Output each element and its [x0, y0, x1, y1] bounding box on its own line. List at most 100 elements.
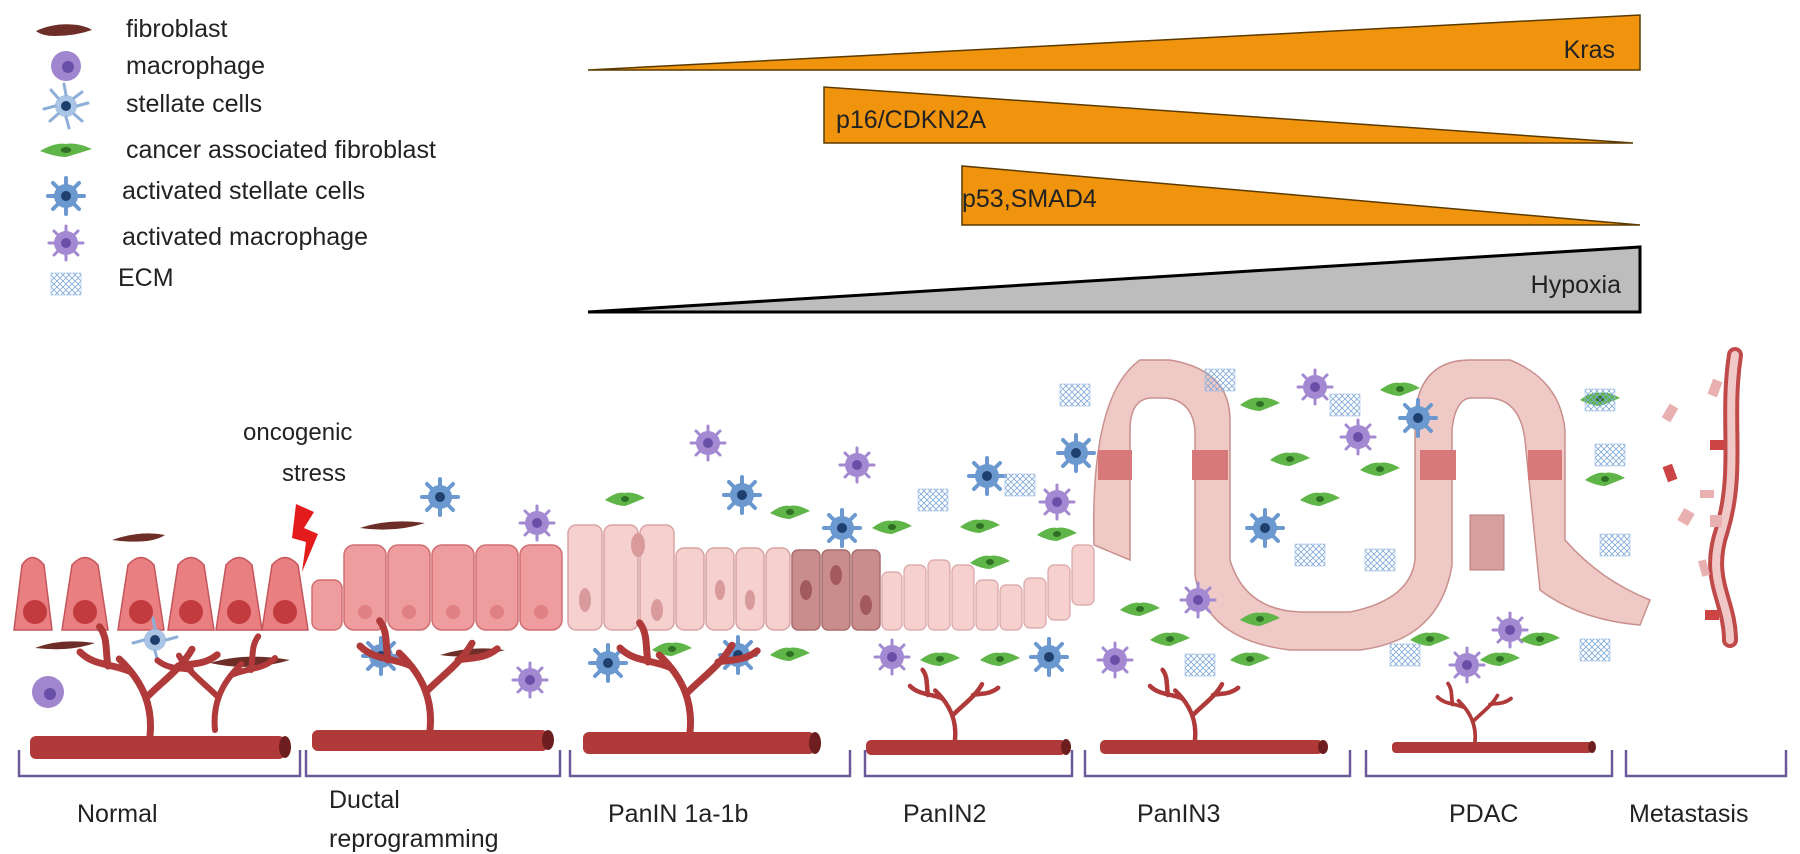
- stellate-cell: [131, 616, 179, 664]
- ecm-patch: [1184, 653, 1216, 677]
- caf-cell: [1120, 602, 1160, 616]
- ecm-patch: [1389, 643, 1421, 667]
- vessel-panin3: [1100, 670, 1328, 754]
- vessel-pdac: [1392, 681, 1596, 753]
- activated-macrophage-cell: [1296, 368, 1334, 406]
- stage-label-panin2: PanIN2: [903, 800, 986, 828]
- caf-cell: [1300, 492, 1340, 506]
- activated-macrophage-cell: [1038, 483, 1076, 521]
- stage-label-ductal-line2: reprogramming: [329, 825, 499, 853]
- annotation-line2: stress: [282, 460, 346, 487]
- ecm-patch: [1579, 638, 1611, 662]
- stage-label-panin1: PanIN 1a-1b: [608, 800, 748, 828]
- ecm-patch: [1364, 548, 1396, 572]
- fibroblast-cell: [360, 521, 425, 530]
- legend-item-activated-stellate: activated stellate cells: [46, 176, 365, 216]
- bar-label: p16/CDKN2A: [836, 106, 986, 134]
- caf-cell: [605, 492, 645, 506]
- caf-cell: [970, 555, 1010, 569]
- activated-stellate-cell: [1398, 398, 1438, 438]
- caf-cell: [872, 520, 912, 534]
- vessel-panin2: [866, 670, 1071, 755]
- activated-macrophage-cell: [1448, 646, 1486, 684]
- activated-macrophage-cell: [1491, 611, 1529, 649]
- ecm-patch: [1004, 473, 1036, 497]
- macrophage-cell: [32, 676, 64, 708]
- stellate-cell-icon: [42, 82, 90, 130]
- legend-item-macrophage: macrophage: [51, 51, 265, 81]
- legend-item-fibroblast: fibroblast: [36, 15, 227, 43]
- legend-label: stellate cells: [126, 90, 262, 118]
- activated-macrophage-icon: [47, 224, 85, 262]
- acinar-cells: [13, 556, 309, 631]
- caf-cell: [1360, 462, 1400, 476]
- annotation-line1: oncogenic: [243, 419, 352, 446]
- gradient-bar-p53-smad4: p53,SMAD4: [961, 165, 1641, 226]
- stage-label-pdac: PDAC: [1449, 800, 1518, 828]
- bar-label: Kras: [1564, 36, 1615, 64]
- epithelium: [13, 359, 1651, 651]
- gradient-bar-p16: p16/CDKN2A: [823, 86, 1634, 144]
- fibroblast-cell: [112, 533, 165, 542]
- vessel-normal: [30, 627, 291, 759]
- lightning-icon: [292, 504, 318, 572]
- legend-label: activated stellate cells: [122, 177, 365, 205]
- panin1-cells: [567, 524, 881, 631]
- gradient-bar-hypoxia: Hypoxia: [587, 245, 1642, 314]
- stage-label-ductal: Ductal: [329, 786, 400, 814]
- caf-cell: [1037, 527, 1077, 541]
- caf-cell: [770, 647, 810, 661]
- ecm-patch: [1059, 383, 1091, 407]
- ecm-patch: [1204, 368, 1236, 392]
- activated-stellate-cell: [1056, 433, 1096, 473]
- activated-stellate-cell: [822, 508, 862, 548]
- ecm-patch: [1599, 533, 1631, 557]
- ecm-patch: [1594, 443, 1626, 467]
- stage-label-normal: Normal: [77, 800, 158, 828]
- legend-label: activated macrophage: [122, 223, 368, 251]
- caf-cell: [1240, 397, 1280, 411]
- bar-label: p53,SMAD4: [962, 185, 1097, 213]
- caf-cell: [770, 505, 810, 519]
- vessel-panin1: [583, 623, 821, 754]
- ecm-patch: [917, 488, 949, 512]
- activated-macrophage-cell: [1339, 418, 1377, 456]
- macrophage-icon: [51, 51, 81, 81]
- activated-macrophage-cell: [1179, 581, 1217, 619]
- caf-cell: [1480, 652, 1520, 666]
- caf-cell: [1270, 452, 1310, 466]
- activated-stellate-icon: [46, 176, 86, 216]
- legend: fibroblast macrophage stellate cells: [36, 15, 436, 296]
- legend-label: macrophage: [126, 52, 265, 80]
- legend-item-caf: cancer associated fibroblast: [40, 136, 436, 164]
- metastasis-vessel: [1661, 347, 1743, 648]
- stage-label-panin3: PanIN3: [1137, 800, 1220, 828]
- legend-label: ECM: [118, 264, 174, 292]
- activated-stellate-cell: [1029, 637, 1069, 677]
- activated-macrophage-cell: [1096, 641, 1134, 679]
- stage-brackets: [17, 750, 1788, 778]
- activated-stellate-cell: [420, 477, 460, 517]
- gradient-bars: Kras p16/CDKN2A p53,SMAD4 Hypoxia: [587, 14, 1642, 314]
- ecm-patch: [1584, 388, 1616, 412]
- caf-cell: [960, 519, 1000, 533]
- stage-labels: Normal Ductal reprogramming PanIN 1a-1b …: [77, 786, 1748, 853]
- legend-label: cancer associated fibroblast: [126, 136, 436, 164]
- caf-cell: [1150, 632, 1190, 646]
- activated-stellate-cell: [722, 475, 762, 515]
- ecm-patch: [1329, 393, 1361, 417]
- legend-label: fibroblast: [126, 15, 227, 43]
- fibroblast-icon: [36, 24, 92, 36]
- caf-cell: [980, 652, 1020, 666]
- caf-icon: [40, 143, 92, 157]
- caf-cell: [1585, 472, 1625, 486]
- ecm-icon: [50, 272, 82, 296]
- oncogenic-stress-annotation: oncogenic stress: [243, 419, 352, 572]
- panin3-gland: [1092, 359, 1651, 651]
- activated-macrophage-cell: [873, 638, 911, 676]
- stage-label-metastasis: Metastasis: [1629, 800, 1748, 828]
- blood-vessels: [30, 621, 1596, 759]
- fibroblast-cell: [35, 641, 95, 650]
- activated-macrophage-cell: [689, 424, 727, 462]
